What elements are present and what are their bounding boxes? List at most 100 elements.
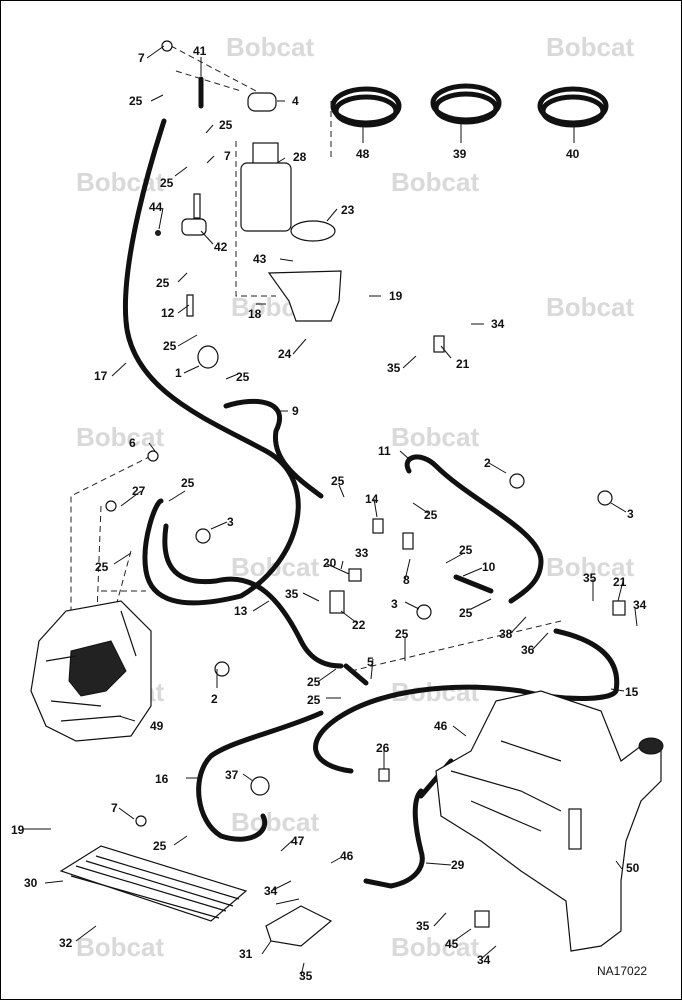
- callout-label: 25: [236, 370, 250, 384]
- callout-label: 21: [613, 575, 627, 589]
- clamps: [105, 40, 626, 928]
- callout-label: 34: [491, 317, 505, 331]
- callout-label: 42: [214, 240, 228, 254]
- callout-label: 15: [625, 685, 639, 699]
- callout-label: 35: [285, 587, 299, 601]
- callout-label: 25: [95, 560, 109, 574]
- fitting-14: [372, 518, 384, 534]
- assembly-dashed-lines: [170, 45, 332, 297]
- callout-label: 22: [352, 618, 366, 632]
- callout-label: 3: [391, 597, 398, 611]
- tank-detail: [450, 740, 562, 832]
- hose-coil: [540, 94, 606, 128]
- watermark: Bobcat: [76, 422, 164, 452]
- hose-coil: [433, 91, 499, 125]
- callout-label: 18: [248, 307, 262, 321]
- filter-band: [290, 220, 336, 242]
- callout-label: 46: [340, 849, 354, 863]
- sender-unit: [568, 808, 582, 850]
- callout-label: 50: [626, 861, 640, 875]
- leader-lines: [23, 45, 638, 977]
- callout-label: 30: [24, 876, 38, 890]
- fuel-pump: [181, 218, 207, 236]
- cooler-fins: [70, 855, 240, 919]
- fitting-27: [105, 500, 117, 512]
- callout-label: 37: [225, 768, 239, 782]
- pump-assembly: [155, 193, 219, 369]
- hose-13: [162, 523, 344, 669]
- pump-inlet: [193, 193, 201, 219]
- callout-label: 26: [376, 741, 390, 755]
- inline-filter-1: [197, 345, 219, 369]
- hose-15: [313, 628, 620, 774]
- callout-label: 35: [416, 919, 430, 933]
- clamp-26: [378, 768, 390, 782]
- callout-label: 25: [181, 476, 195, 490]
- hose-5: [343, 663, 369, 686]
- callout-label: 25: [129, 94, 143, 108]
- callout-label: 27: [132, 484, 146, 498]
- clamp-45: [474, 910, 490, 928]
- hose-10: [453, 574, 494, 594]
- callout-label: 25: [395, 627, 409, 641]
- hose-16: [196, 710, 324, 842]
- callout-label: 7: [224, 149, 231, 163]
- clamp-3: [597, 490, 613, 506]
- hose-coil: [333, 94, 399, 128]
- callout-label: 25: [153, 839, 167, 853]
- callout-label: 25: [163, 339, 177, 353]
- leader-lines: [23, 45, 638, 977]
- clamp-21: [433, 335, 445, 353]
- callout-label: 9: [292, 404, 299, 418]
- callout-label: 25: [160, 176, 174, 190]
- drawing-code: NA17022: [597, 964, 647, 978]
- tank-50: [435, 690, 662, 952]
- filter-bracket: [267, 270, 342, 322]
- callout-label: 3: [627, 507, 634, 521]
- fitting-8: [402, 532, 414, 550]
- routing-dashed-line: [115, 550, 132, 607]
- hose-29: [363, 788, 425, 889]
- callout-label: 21: [456, 357, 470, 371]
- screw-44: [155, 230, 161, 236]
- clamp-3: [416, 604, 432, 620]
- callout-label: 33: [355, 546, 369, 560]
- bracket-22: [329, 590, 345, 614]
- coiled-hoses: [330, 83, 609, 128]
- callout-label: 25: [307, 675, 321, 689]
- callout-label: 7: [138, 51, 145, 65]
- callout-label: 41: [193, 44, 207, 58]
- fuel-filter-assembly: [170, 45, 342, 322]
- watermark: Bobcat: [391, 422, 479, 452]
- clamp-21: [612, 600, 626, 616]
- cooler-30: [59, 845, 248, 922]
- fuel-tank: [435, 690, 664, 952]
- callout-label: 12: [161, 306, 175, 320]
- filter-top: [252, 142, 279, 166]
- callout-label: 25: [424, 508, 438, 522]
- hose-17: [122, 118, 301, 606]
- fuel-cooler: [59, 845, 333, 947]
- watermark: Bobcat: [231, 807, 319, 837]
- callout-label: 6: [129, 436, 136, 450]
- callout-label: 3: [227, 515, 234, 529]
- callout-label: 11: [378, 444, 391, 458]
- callout-label: 5: [367, 655, 374, 669]
- fuel-filter: [240, 162, 292, 232]
- callout-label: 1: [175, 366, 182, 380]
- filter-head: [247, 92, 277, 112]
- callout-label: 43: [253, 252, 267, 266]
- watermarks: Bobcat Bobcat Bobcat Bobcat Bobcat Bobca…: [76, 32, 634, 962]
- callout-label: 46: [434, 719, 448, 733]
- fitting-6: [147, 450, 159, 462]
- callout-label: 4: [292, 94, 299, 108]
- callout-label: 14: [365, 492, 379, 506]
- callout-label: 28: [293, 150, 307, 164]
- hose-9: [223, 398, 324, 499]
- callout-label: 29: [451, 858, 465, 872]
- callout-label: 16: [155, 772, 169, 786]
- callout-label: 19: [389, 289, 403, 303]
- callout-label: 20: [323, 556, 337, 570]
- callout-label: 25: [331, 474, 345, 488]
- engine-detail-lines: [45, 610, 137, 722]
